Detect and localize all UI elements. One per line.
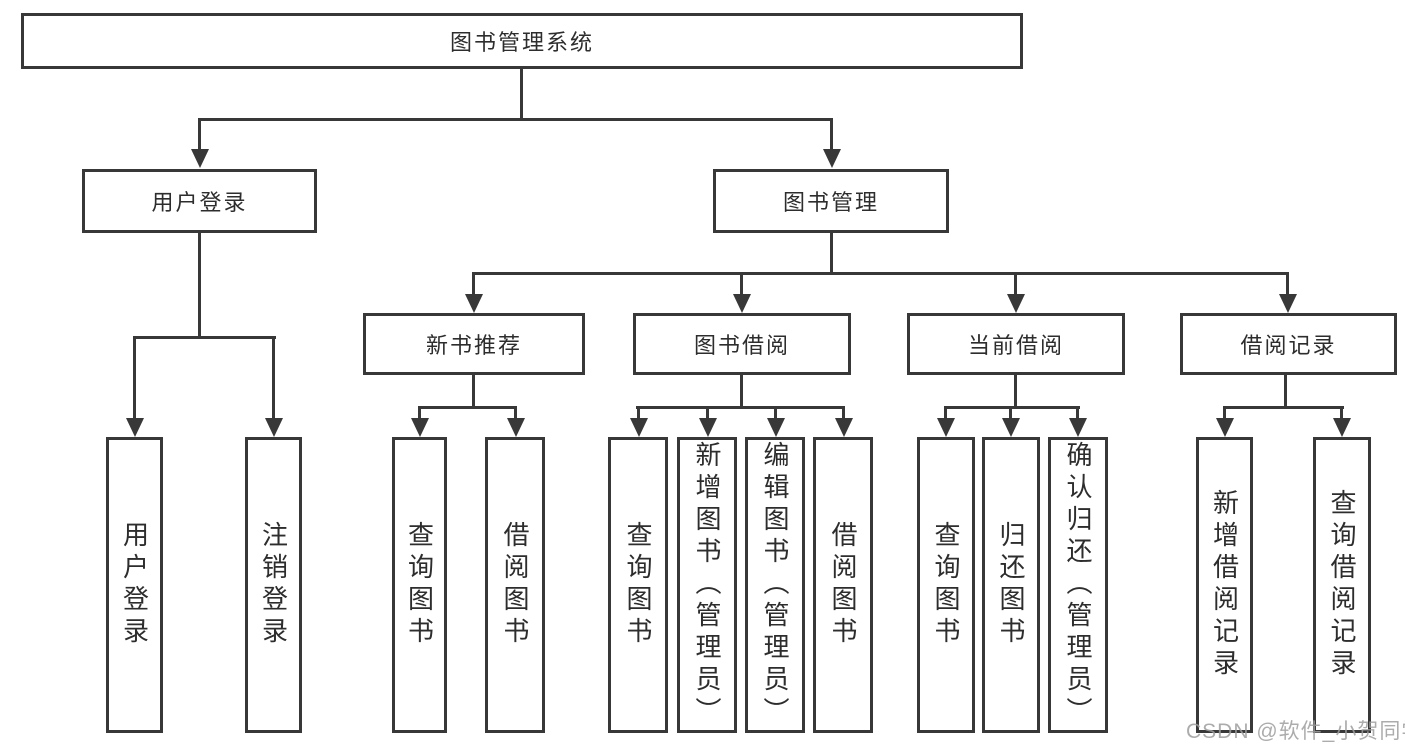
leaf-br-query-borrow-record: 查询借阅记录 [1313, 437, 1371, 733]
connector-root-drop [520, 69, 523, 118]
connector-book-borrow-drop [740, 375, 743, 406]
node-user-login: 用户登录 [82, 169, 317, 233]
arrow-to-new-book-recommend [472, 272, 475, 294]
node-book-management: 图书管理 [713, 169, 949, 233]
arrow-to-book-borrow [740, 272, 743, 294]
leaf-nb-borrow-books-label: 借阅图书 [500, 521, 530, 649]
leaf-user-login-label: 用户登录 [119, 521, 150, 649]
node-current-borrow: 当前借阅 [907, 313, 1125, 375]
connector-current-borrow-drop [1014, 375, 1017, 406]
arrow-to-leaf-logout [272, 336, 275, 418]
node-root: 图书管理系统 [21, 13, 1023, 69]
node-current-borrow-label: 当前借阅 [967, 333, 1064, 358]
leaf-bb-add-book-admin-label: 新增图书（管理员） [692, 441, 722, 729]
node-borrow-records-label: 借阅记录 [1240, 333, 1337, 358]
arrow-bb-query-books [637, 406, 640, 418]
connector-book-management-rail [472, 272, 1289, 275]
arrow-cb-confirm-return [1076, 406, 1079, 418]
arrow-to-user-login [198, 118, 201, 149]
leaf-bb-add-book-admin: 新增图书（管理员） [677, 437, 737, 733]
leaf-bb-query-books: 查询图书 [608, 437, 668, 733]
arrow-nb-borrow-books [514, 406, 517, 418]
leaf-nb-borrow-books: 借阅图书 [485, 437, 545, 733]
connector-root-rail [198, 118, 833, 121]
node-book-borrow: 图书借阅 [633, 313, 851, 375]
arrow-bb-add-book [706, 406, 709, 418]
arrow-nb-query-books [418, 406, 421, 418]
leaf-cb-query-books: 查询图书 [917, 437, 975, 733]
leaf-bb-edit-book-admin: 编辑图书（管理员） [745, 437, 805, 733]
leaf-br-add-borrow-record-label: 新增借阅记录 [1209, 489, 1240, 681]
arrow-br-query-record [1340, 406, 1343, 418]
connector-borrow-records-drop [1284, 375, 1287, 406]
leaf-logout: 注销登录 [245, 437, 302, 733]
leaf-logout-label: 注销登录 [258, 521, 289, 649]
leaf-br-add-borrow-record: 新增借阅记录 [1196, 437, 1253, 733]
leaf-cb-confirm-return-admin-label: 确认归还（管理员） [1063, 441, 1093, 729]
node-new-book-recommend-label: 新书推荐 [425, 333, 522, 358]
connector-current-borrow-rail [944, 406, 1080, 409]
connector-user-login-drop [198, 233, 201, 336]
arrow-cb-return-book [1009, 406, 1012, 418]
arrow-to-borrow-records [1286, 272, 1289, 294]
leaf-bb-borrow-books: 借阅图书 [813, 437, 873, 733]
arrow-bb-borrow-books [842, 406, 845, 418]
leaf-bb-edit-book-admin-label: 编辑图书（管理员） [760, 441, 790, 729]
connector-new-book-drop [472, 375, 475, 406]
connector-book-borrow-rail [636, 406, 845, 409]
connector-borrow-records-rail [1223, 406, 1344, 409]
leaf-cb-query-books-label: 查询图书 [931, 521, 961, 649]
leaf-nb-query-books: 查询图书 [392, 437, 447, 733]
connector-book-management-drop [830, 233, 833, 272]
arrow-to-book-management [830, 118, 833, 149]
csdn-watermark: CSDN @软件_小贺同学 [1186, 720, 1405, 743]
node-root-label: 图书管理系统 [449, 30, 594, 55]
node-new-book-recommend: 新书推荐 [363, 313, 585, 375]
arrow-cb-query-books [944, 406, 947, 418]
node-book-borrow-label: 图书借阅 [693, 333, 790, 358]
arrow-to-leaf-user-login [133, 336, 136, 418]
leaf-cb-confirm-return-admin: 确认归还（管理员） [1048, 437, 1108, 733]
arrow-br-add-record [1223, 406, 1226, 418]
leaf-bb-query-books-label: 查询图书 [623, 521, 653, 649]
node-book-management-label: 图书管理 [782, 190, 879, 215]
connector-new-book-rail [418, 406, 517, 409]
leaf-nb-query-books-label: 查询图书 [404, 521, 435, 649]
node-borrow-records: 借阅记录 [1180, 313, 1397, 375]
node-user-login-label: 用户登录 [151, 190, 248, 215]
connector-user-login-rail [133, 336, 276, 339]
leaf-cb-return-book-label: 归还图书 [996, 521, 1026, 649]
leaf-bb-borrow-books-label: 借阅图书 [828, 521, 858, 649]
leaf-cb-return-book: 归还图书 [982, 437, 1040, 733]
arrow-bb-edit-book [774, 406, 777, 418]
leaf-user-login: 用户登录 [106, 437, 163, 733]
arrow-to-current-borrow [1014, 272, 1017, 294]
leaf-br-query-borrow-record-label: 查询借阅记录 [1327, 489, 1357, 681]
